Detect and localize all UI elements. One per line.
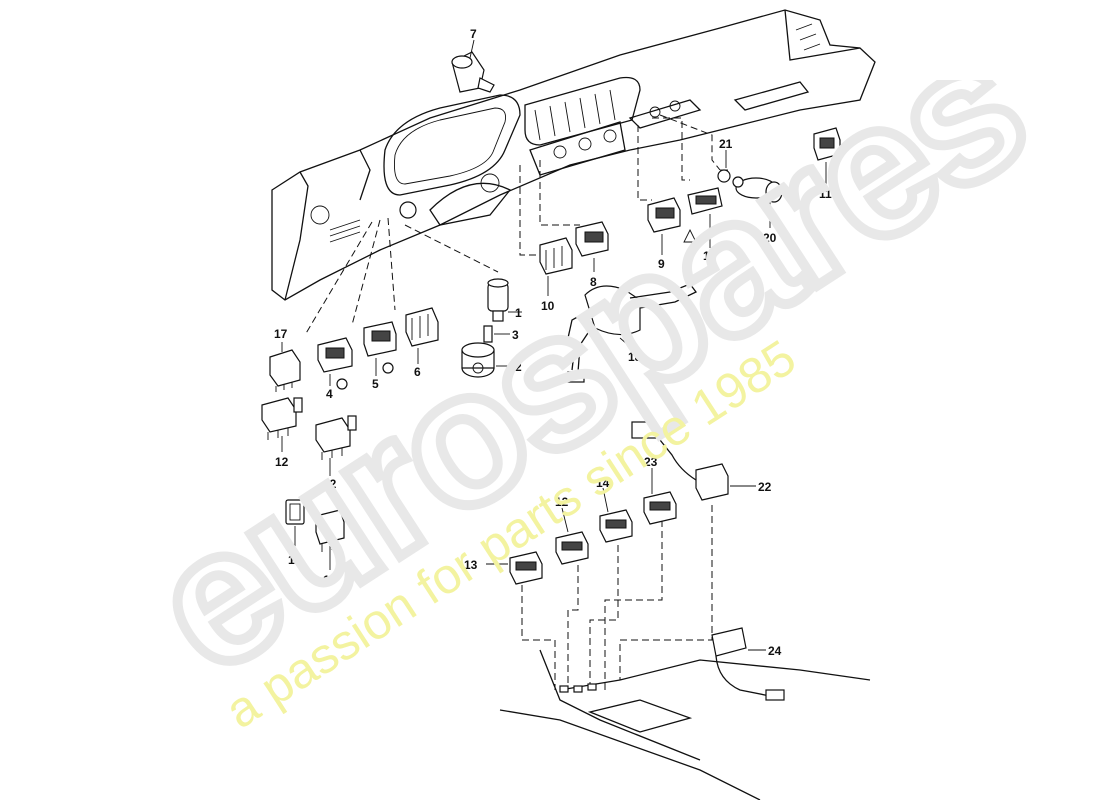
part-21-bulb [717,169,731,183]
part-10-switch [539,237,573,275]
callout-10: 10 [541,299,555,313]
leader-lines [304,114,721,690]
callout-19: 19 [703,249,717,263]
callout-16: 15 [323,573,337,587]
part-23-switch [643,491,677,525]
callout-20: 20 [763,231,777,245]
part-8-switch [575,221,609,257]
part-1-rheostat [487,278,509,322]
callout-18: 18 [628,350,642,364]
callout-2: 2 [515,360,522,374]
part-22-switch-harness [631,421,729,501]
callout-23: 23 [644,455,658,469]
center-console-outline [499,649,871,801]
callout-15: 17 [274,327,288,341]
part-12-switch-b [315,415,357,460]
callout-leaders [281,39,827,651]
dashboard-outline [271,9,876,301]
part-17-cover [285,499,305,525]
part-11-switch [555,531,589,565]
part-2-knob [461,342,495,378]
callout-7: 7 [470,27,477,41]
callout-4: 4 [326,387,333,401]
part-7-switch [451,51,495,93]
callout-12-a: 12 [275,455,289,469]
callout-17: 16 [288,553,302,567]
callout-6: 6 [414,365,421,379]
callout-24: 24 [768,644,782,658]
part-5-switch [363,321,397,374]
callout-12-c: 11 [819,187,832,201]
part-12-switch-a [261,397,303,440]
callout-11: 12 [555,495,569,509]
part-12-switch-c [813,127,841,161]
callout-1: 1 [515,306,522,320]
callout-12-b: 12 [323,477,337,491]
part-20-lighter [732,176,783,203]
callout-5: 5 [372,377,379,391]
part-18-combination-switch [567,283,697,383]
callout-22: 22 [758,480,772,494]
part-13-switch [509,551,543,585]
callout-9: 9 [658,257,665,271]
part-15-relay [269,349,301,392]
part-3-clip [483,325,493,343]
part-4-switch [317,337,353,390]
callout-8: 8 [590,275,597,289]
callout-14: 14 [596,476,610,490]
part-16-switch [315,509,345,552]
callout-21: 21 [719,137,733,151]
part-19-clock [687,187,723,215]
callout-13: 13 [464,558,478,572]
part-14-switch [599,509,633,543]
part-6-switch [405,307,439,347]
part-24-switch [711,627,785,701]
callout-3: 3 [512,328,519,342]
callout-labels: 7 1 3 2 17 4 5 6 12 12 16 15 8 10 9 19 2… [274,27,832,658]
part-9-switch [647,197,697,243]
